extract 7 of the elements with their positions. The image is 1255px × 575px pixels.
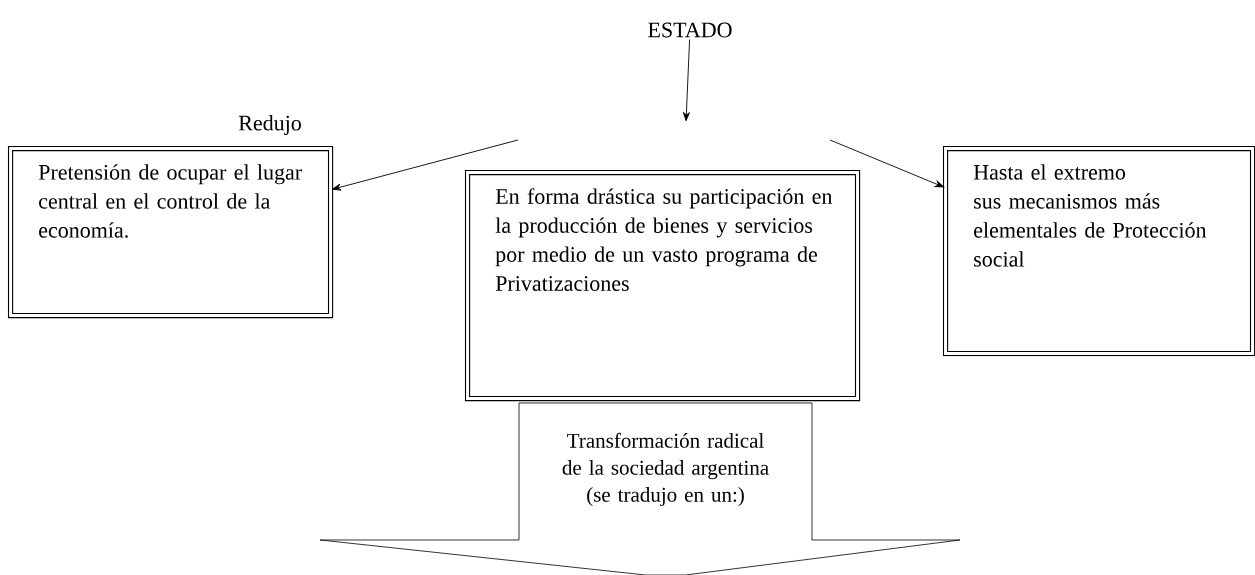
text-box: En forma drástica su participación en la producción de bienes y servicios por medio de un vasto programa de Privatizaciones bbox=[464, 169, 861, 402]
node-text: ESTADO bbox=[648, 22, 732, 38]
text-box: Pretensión de ocupar el lugar central en el control de la economía. bbox=[7, 145, 334, 319]
arrow bbox=[829, 139, 945, 188]
text-box: Hasta el extremo sus mecanismos más elementales de Protección social bbox=[942, 145, 1255, 357]
arrow bbox=[331, 139, 519, 191]
arrow bbox=[682, 39, 691, 122]
